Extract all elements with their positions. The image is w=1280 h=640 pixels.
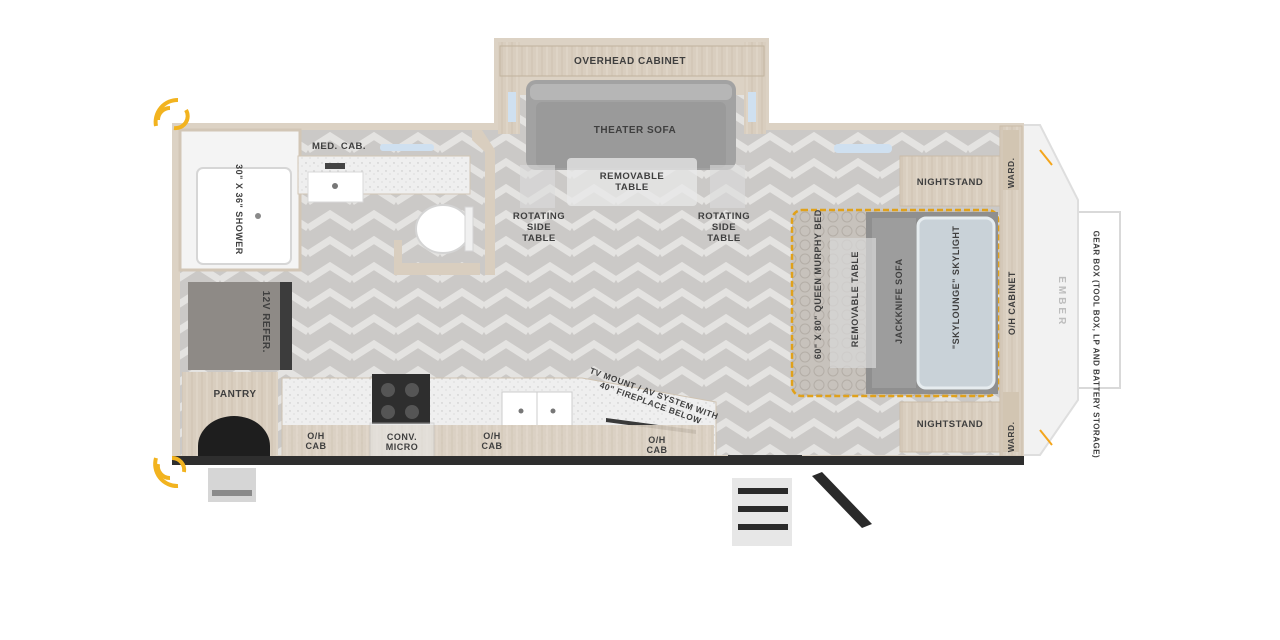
label-jackknife-sofa: JACKKNIFE SOFA <box>893 258 904 344</box>
label-oh-cab-1: O/H CAB <box>305 431 327 452</box>
murphy-bed <box>790 208 1000 398</box>
label-queen-bed: 60" X 80" QUEEN MURPHY BED <box>812 209 823 360</box>
label-ward-top: WARD. <box>1006 157 1017 189</box>
label-removable-table-top: REMOVABLE TABLE <box>599 171 665 193</box>
label-shower: 30" X 36" SHOWER <box>234 164 245 255</box>
label-skylight: "SKYLOUNGE" SKYLIGHT <box>950 225 961 350</box>
wifi-sensor-bottom-icon <box>153 455 187 489</box>
bathroom <box>178 128 495 278</box>
theater-sofa <box>526 80 736 170</box>
label-nightstand-bottom: NIGHTSTAND <box>916 419 984 430</box>
label-refer: 12V REFER. <box>259 290 271 353</box>
side-wall-bottom <box>172 456 1024 465</box>
overhead-cabinet <box>499 45 765 77</box>
rotating-side-table-left <box>520 165 555 208</box>
rear-bumper <box>208 468 256 502</box>
label-removable-table-bed: REMOVABLE TABLE <box>849 251 860 348</box>
label-conv-micro: CONV. MICRO <box>385 432 419 453</box>
label-nightstand-top: NIGHTSTAND <box>916 177 984 188</box>
label-med-cab: MED. CAB. <box>311 141 367 152</box>
bedroom <box>834 125 1023 457</box>
wheel-well <box>198 416 270 456</box>
label-ward-bottom: WARD. <box>1006 421 1017 453</box>
wifi-sensor-top-icon <box>153 97 190 131</box>
label-oh-cab-2: O/H CAB <box>481 431 503 452</box>
removable-table-top <box>567 158 697 206</box>
label-theater-sofa: THEATER SOFA <box>593 125 677 136</box>
label-overhead-cabinet: OVERHEAD CABINET <box>574 56 686 67</box>
rotating-side-table-right <box>710 165 745 208</box>
label-oh-cabinet-front: O/H CABINET <box>1006 271 1017 336</box>
refrigerator <box>188 282 280 370</box>
label-rotating-side-table-left: ROTATING SIDE TABLE <box>512 211 566 244</box>
label-rotating-side-table-right: ROTATING SIDE TABLE <box>697 211 751 244</box>
kitchen-galley <box>281 374 717 464</box>
label-gear-box: GEAR BOX (TOOL BOX, LP AND BATTERY STORA… <box>1091 230 1101 459</box>
brand-logo: EMBER <box>1055 276 1067 328</box>
entry-steps <box>728 455 872 546</box>
front-cap <box>1019 124 1079 456</box>
label-oh-cab-3: O/H CAB <box>646 435 668 456</box>
label-pantry: PANTRY <box>213 389 257 400</box>
